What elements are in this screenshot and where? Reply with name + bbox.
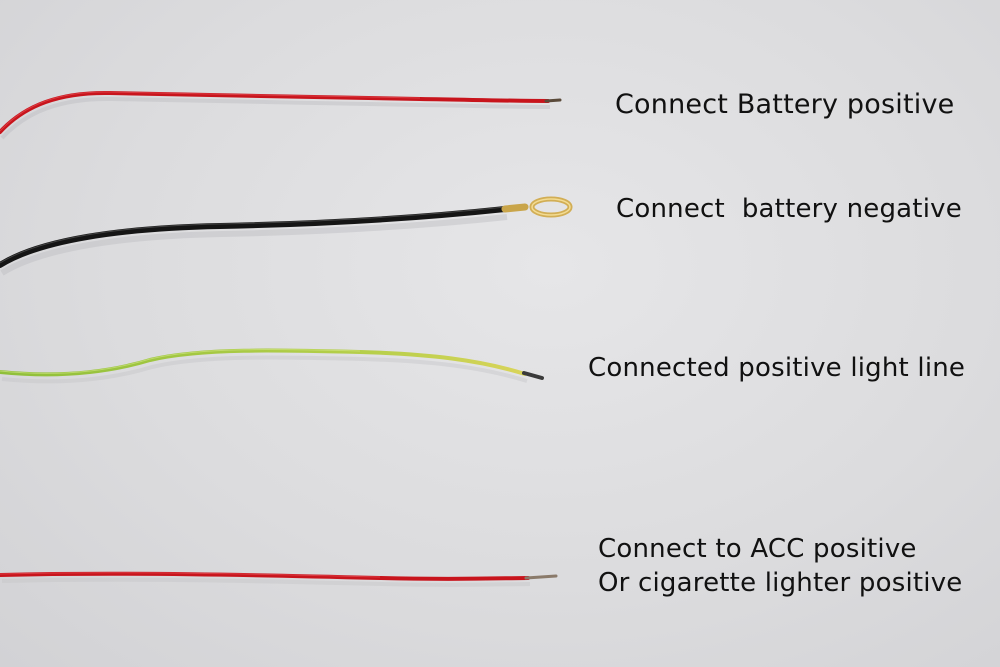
label-acc-line2: Or cigarette lighter positive — [598, 568, 963, 598]
green-wire — [0, 348, 527, 377]
red-wire-bottom — [0, 571, 530, 581]
label-battery-negative: Connect battery negative — [616, 194, 962, 224]
label-light-line: Connected positive light line — [588, 353, 966, 383]
red-wire-top — [0, 90, 550, 134]
label-acc-line1: Connect to ACC positive — [598, 534, 917, 564]
label-battery-positive: Connect Battery positive — [615, 89, 955, 120]
label-acc-positive: Connect to ACC positive Or cigarette lig… — [598, 532, 963, 600]
black-wire — [0, 206, 508, 268]
